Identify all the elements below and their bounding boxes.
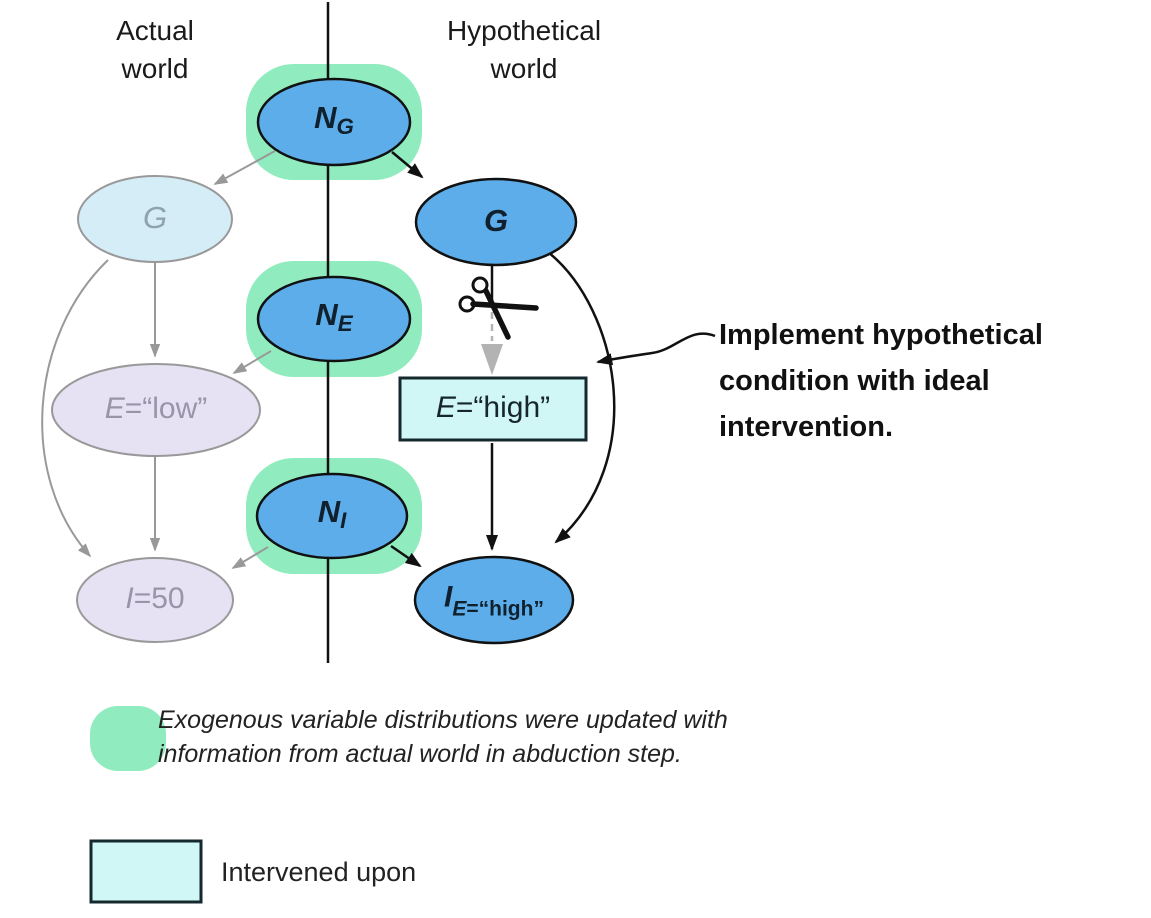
node-i-hyp-sub-value: =“high” — [466, 597, 544, 621]
legend-intervened-swatch — [89, 839, 203, 904]
hypothetical-world-header-line2: world — [490, 53, 558, 84]
hypothetical-world-header-line1: Hypothetical — [446, 15, 602, 46]
node-g-actual-label-text: G — [142, 200, 168, 235]
node-ng — [256, 77, 412, 167]
node-e-actual — [51, 363, 261, 457]
node-ng-label-main: N — [314, 99, 337, 135]
node-i-hyp — [413, 555, 575, 645]
node-g-actual — [77, 175, 233, 263]
intervention-box — [398, 376, 588, 442]
edge-ni-to-i-actual — [231, 546, 269, 569]
edge-g-to-i-actual-curve — [41, 259, 109, 558]
node-i-actual-value: =50 — [133, 582, 185, 615]
node-ni — [255, 472, 409, 560]
node-g-hyp-label: G — [484, 203, 508, 239]
hypothetical-world-header: Hypothetical world — [447, 12, 601, 88]
node-i-hyp-label: IE=“high” — [444, 581, 544, 622]
legend-intervened-text: Intervened upon — [221, 857, 417, 887]
node-ne-label: NE — [315, 297, 352, 337]
node-ne — [256, 275, 412, 363]
intervention-box-label: E=“high” — [436, 391, 550, 425]
node-i-actual-var: I — [125, 582, 134, 615]
node-e-actual-label: E=“low” — [105, 392, 208, 426]
actual-world-header-line2: world — [121, 53, 189, 84]
node-ne-label-main: N — [315, 296, 338, 332]
node-ni-label: NI — [318, 494, 347, 534]
node-ni-label-main: N — [317, 493, 341, 529]
node-g-hyp-label-text: G — [483, 203, 509, 238]
annotation-text: Implement hypothetical condition with id… — [719, 312, 1043, 450]
cut-edge-arrowhead — [481, 344, 503, 375]
node-i-hyp-sub-var: E — [452, 597, 467, 621]
node-g-hyp — [414, 177, 578, 267]
node-ng-label-sub: G — [336, 114, 354, 140]
edge-ng-to-g-hyp — [391, 151, 424, 179]
edge-ni-to-i-hyp — [390, 544, 422, 568]
actual-world-header: Actual world — [116, 12, 194, 88]
legend-abduction-text: Exogenous variable distributions were up… — [158, 703, 728, 771]
node-g-actual-label: G — [143, 200, 167, 236]
node-i-actual-label: I=50 — [125, 582, 184, 616]
node-ni-label-sub: I — [340, 508, 347, 534]
edge-g-to-i-hyp-arc — [547, 251, 616, 544]
legend-abduction-line1: Exogenous variable distributions were up… — [158, 706, 728, 734]
node-e-actual-var: E — [104, 392, 125, 425]
node-i-hyp-main: I — [444, 580, 453, 614]
annotation-leader-arrow — [596, 332, 716, 366]
node-ne-label-sub: E — [337, 311, 353, 337]
edge-ne-to-e-actual — [232, 350, 272, 374]
actual-world-header-line1: Actual — [116, 15, 194, 46]
actual-world-edges — [41, 150, 276, 569]
legend-abduction-swatch — [90, 706, 166, 771]
annotation-line1: Implement hypothetical — [719, 319, 1043, 351]
intervention-box-var: E — [435, 391, 456, 424]
node-i-actual — [76, 557, 234, 643]
annotation-line3: intervention. — [719, 411, 894, 443]
node-ng-label: NG — [314, 100, 354, 140]
intervention-box-value: =“high” — [455, 391, 551, 424]
legend-abduction-line2: information from actual world in abducti… — [158, 740, 682, 768]
edge-ng-to-g-actual — [213, 150, 276, 185]
scissors-icon — [458, 276, 539, 340]
annotation-line2: condition with ideal — [719, 365, 990, 397]
node-e-actual-value: =“low” — [124, 392, 208, 425]
